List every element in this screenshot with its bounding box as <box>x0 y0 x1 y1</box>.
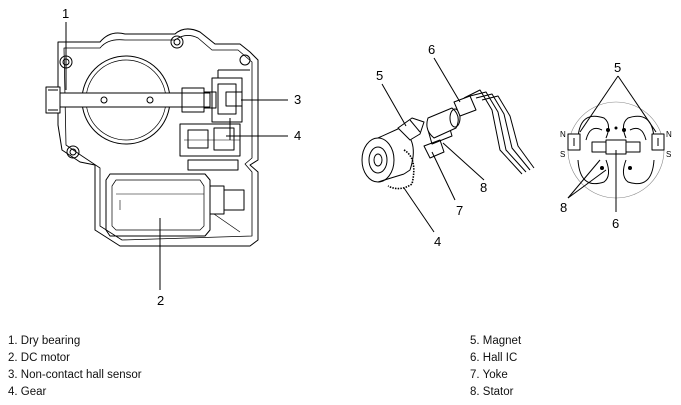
legend-right: 5. Magnet 6. Hall IC 7. Yoke 8. Stator <box>470 333 521 401</box>
leader-line <box>433 57 461 103</box>
leader-line <box>617 75 657 133</box>
callout-1: 1 <box>62 6 69 21</box>
legend-item: 5. Magnet <box>470 335 522 347</box>
legend-item: 6. Hall IC <box>470 352 518 364</box>
leader-line <box>442 142 485 181</box>
leader-line <box>403 187 435 233</box>
leader-line <box>567 169 607 199</box>
leader-line <box>579 75 619 133</box>
legend-item: 4. Gear <box>8 386 47 398</box>
leader-line <box>381 83 407 127</box>
callout-3: 3 <box>294 92 301 107</box>
pole-label-n: N <box>666 130 672 139</box>
throttle-body-drawing <box>45 28 259 247</box>
pole-label-n: N <box>560 130 566 139</box>
callout-4: 4 <box>434 234 441 249</box>
legend-item: 1. Dry bearing <box>8 335 81 347</box>
field-markers <box>600 126 632 170</box>
callout-5: 5 <box>376 68 383 83</box>
callout-8: 8 <box>480 180 487 195</box>
callout-2: 2 <box>157 293 164 308</box>
pole-label-s: S <box>560 150 565 159</box>
callout-7: 7 <box>456 203 463 218</box>
legend-item: 2. DC motor <box>8 352 70 364</box>
pole-label-s: S <box>666 150 671 159</box>
legend-item: 8. Stator <box>470 386 514 398</box>
callout-6: 6 <box>428 42 435 57</box>
callout-4: 4 <box>294 128 301 143</box>
exploded-sensor-drawing <box>361 89 535 190</box>
callout-6: 6 <box>612 216 619 231</box>
figure-canvas: 1 3 4 2 5 6 8 7 4 5 8 6 N S N S <box>45 6 672 308</box>
callout-8: 8 <box>560 200 567 215</box>
legend-item: 3. Non-contact hall sensor <box>8 369 142 381</box>
legend-item: 7. Yoke <box>470 369 508 381</box>
callout-5: 5 <box>614 60 621 75</box>
leader-line <box>567 159 601 199</box>
legend-left: 1. Dry bearing 2. DC motor 3. Non-contac… <box>8 333 142 401</box>
leader-line <box>431 151 456 201</box>
